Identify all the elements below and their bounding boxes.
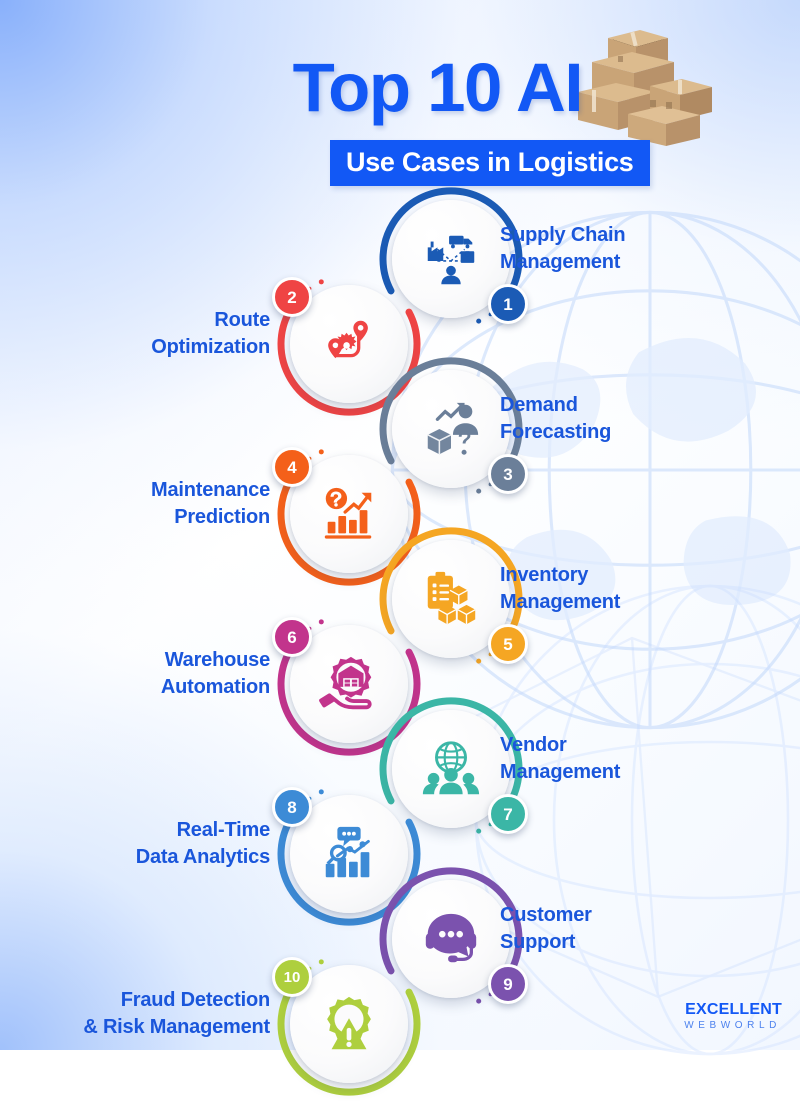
use-case-label: Vendor Management: [500, 734, 621, 783]
logo-secondary-text: WEBWORLD: [684, 1020, 781, 1031]
use-case-node-10[interactable]: 10: [272, 957, 421, 1096]
use-case-label: Inventory Management: [500, 564, 621, 613]
warehouse-gear-hand-icon: [290, 625, 408, 743]
connector-ring-4: [276, 441, 422, 587]
step-number-badge: 5: [488, 624, 528, 664]
step-number-badge: 6: [272, 617, 312, 657]
use-case-node-8[interactable]: 8: [272, 787, 421, 926]
connector-ring-6: [276, 611, 422, 757]
connector-ring-7: [378, 696, 524, 842]
cardboard-boxes-icon: [578, 30, 712, 146]
connector-ring-1: [378, 186, 524, 332]
inventory-clipboard-boxes-icon: [392, 540, 510, 658]
step-number-badge: 3: [488, 454, 528, 494]
use-case-label: Demand Forecasting: [500, 394, 612, 443]
step-number-badge: 2: [272, 277, 312, 317]
connector-ring-5: [378, 526, 524, 672]
use-case-label: Supply Chain Management: [500, 224, 626, 273]
demand-forecast-box-person-icon: [392, 370, 510, 488]
use-case-label: Customer Support: [500, 904, 592, 953]
supply-chain-network-icon: [392, 200, 510, 318]
use-case-node-6[interactable]: 6: [272, 617, 421, 756]
step-number-badge: 8: [272, 787, 312, 827]
use-case-node-2[interactable]: 2: [272, 277, 421, 416]
connector-ring-8: [276, 781, 422, 927]
connector-ring-2: [276, 271, 422, 417]
use-case-item-7: 7 Vendor Management: [0, 697, 800, 838]
connector-ring-9: [378, 866, 524, 1012]
page-subtitle: Use Cases in Logistics: [346, 147, 634, 177]
logo-primary-text: EXCELLENT: [685, 1001, 782, 1018]
use-case-node-1[interactable]: 1: [379, 187, 528, 324]
use-case-node-4[interactable]: 4: [272, 447, 421, 586]
subtitle-band: Use Cases in Logistics: [330, 140, 650, 186]
header: Top 10 AI Use Cases in Logistics: [0, 0, 800, 200]
use-case-node-3[interactable]: 3: [379, 357, 528, 494]
step-number-badge: 4: [272, 447, 312, 487]
brand-logo: EXCELLENT WEBWORLD: [684, 1001, 782, 1032]
step-number-badge: 9: [488, 964, 528, 1004]
connector-ring-3: [378, 356, 524, 502]
page-title: Top 10 AI: [292, 49, 584, 126]
use-case-label: Warehouse Automation: [160, 649, 270, 698]
use-case-label: Fraud Detection & Risk Management: [83, 989, 270, 1038]
step-number-badge: 10: [272, 957, 312, 997]
use-case-label: Maintenance Prediction: [151, 479, 270, 528]
use-case-label: Route Optimization: [151, 309, 270, 358]
use-case-item-1: 1 Supply Chain Management: [0, 187, 800, 328]
step-number-badge: 7: [488, 794, 528, 834]
use-case-node-7[interactable]: 7: [379, 697, 528, 834]
use-case-label: Real-Time Data Analytics: [135, 819, 270, 868]
step-number-badge: 1: [488, 284, 528, 324]
use-case-item-3: 3 Demand Forecasting: [0, 357, 800, 498]
